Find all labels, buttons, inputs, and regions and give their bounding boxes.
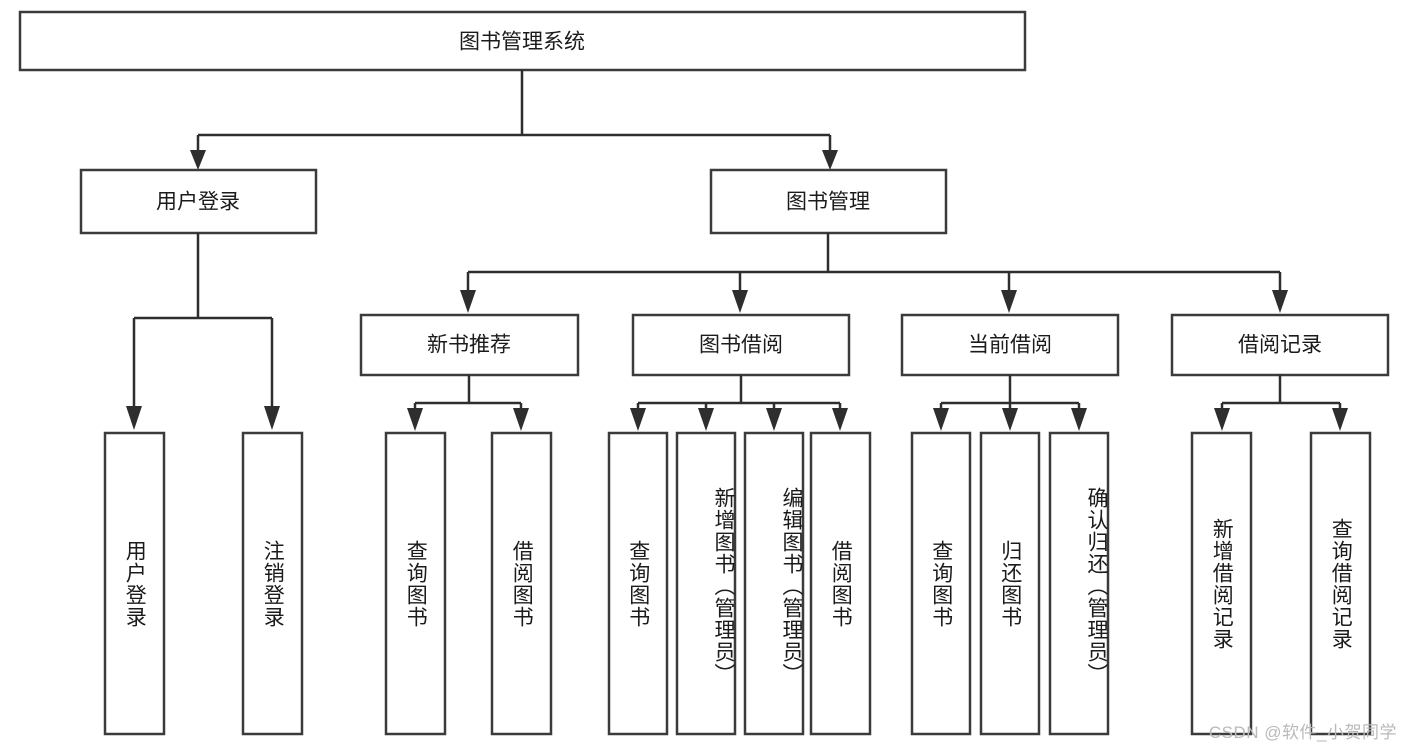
user-login-label: 用户登录 (156, 191, 240, 214)
current-borrow-label: 当前借阅 (968, 334, 1052, 357)
arrowhead-user-leaf1-icon (126, 406, 142, 430)
node-book-borrow[interactable]: 图书借阅 (631, 313, 851, 377)
arrowhead-user-leaf2-icon (264, 406, 280, 430)
leaf-box-book-borrow-0[interactable] (607, 431, 669, 736)
node-book-manage[interactable]: 图书管理 (709, 168, 948, 235)
book-manage-box (709, 168, 948, 235)
root-label: 图书管理系统 (459, 31, 585, 54)
leaf-box-borrow-records-0[interactable] (1190, 431, 1253, 736)
node-current-borrow[interactable]: 当前借阅 (900, 313, 1120, 377)
current-borrow-box (900, 313, 1120, 377)
node-new-book-recommend[interactable]: 新书推荐 (359, 313, 580, 377)
arrowhead-br-leaf1-icon (1214, 408, 1230, 431)
leaf-box-book-borrow-2[interactable] (743, 431, 805, 736)
node-root[interactable]: 图书管理系统 (18, 10, 1027, 72)
book-manage-label: 图书管理 (786, 191, 870, 214)
leaf-box-current-borrow-2[interactable] (1048, 431, 1110, 736)
arrowhead-root-to-user-icon (190, 150, 206, 170)
arrowhead-cb-leaf2-icon (1002, 408, 1018, 431)
leaf-box-current-borrow-0[interactable] (910, 431, 972, 736)
arrowhead-nbr-leaf1-icon (407, 408, 423, 431)
arrowhead-br-leaf2-icon (1332, 408, 1348, 431)
arrowhead-l3-3-icon (1001, 290, 1017, 313)
arrowhead-cb-leaf1-icon (933, 408, 949, 431)
leaf-box-new-book-0[interactable] (384, 431, 447, 736)
node-user-login[interactable]: 用户登录 (79, 168, 318, 235)
leaf-box-user-login-0[interactable] (103, 431, 166, 736)
arrowhead-l3-2-icon (732, 290, 748, 313)
arrowhead-cb-leaf3-icon (1071, 408, 1087, 431)
borrow-records-label: 借阅记录 (1238, 334, 1322, 357)
book-borrow-label: 图书借阅 (699, 334, 783, 357)
arrowhead-l3-1-icon (460, 290, 476, 313)
borrow-records-box (1170, 313, 1390, 377)
arrowhead-bb-leaf3-icon (766, 408, 782, 431)
leaf-box-book-borrow-3[interactable] (809, 431, 872, 736)
arrowhead-bb-leaf2-icon (698, 408, 714, 431)
leaf-box-book-borrow-1[interactable] (675, 431, 737, 736)
arrowhead-nbr-leaf2-icon (513, 408, 529, 431)
new-book-recommend-box (359, 313, 580, 377)
node-borrow-records[interactable]: 借阅记录 (1170, 313, 1390, 377)
arrowhead-root-to-book-icon (822, 150, 838, 170)
root-box (18, 10, 1027, 72)
arrowhead-bb-leaf1-icon (630, 408, 646, 431)
arrowhead-bb-leaf4-icon (832, 408, 848, 431)
watermark-text: CSDN @软件_小贺同学 (1208, 723, 1397, 742)
new-book-recommend-label: 新书推荐 (427, 334, 511, 357)
leaf-box-new-book-1[interactable] (490, 431, 553, 736)
book-borrow-box (631, 313, 851, 377)
leaf-box-borrow-records-1[interactable] (1309, 431, 1372, 736)
arrowhead-l3-4-icon (1272, 290, 1288, 313)
leaf-box-current-borrow-1[interactable] (979, 431, 1041, 736)
leaf-box-user-login-1[interactable] (241, 431, 304, 736)
